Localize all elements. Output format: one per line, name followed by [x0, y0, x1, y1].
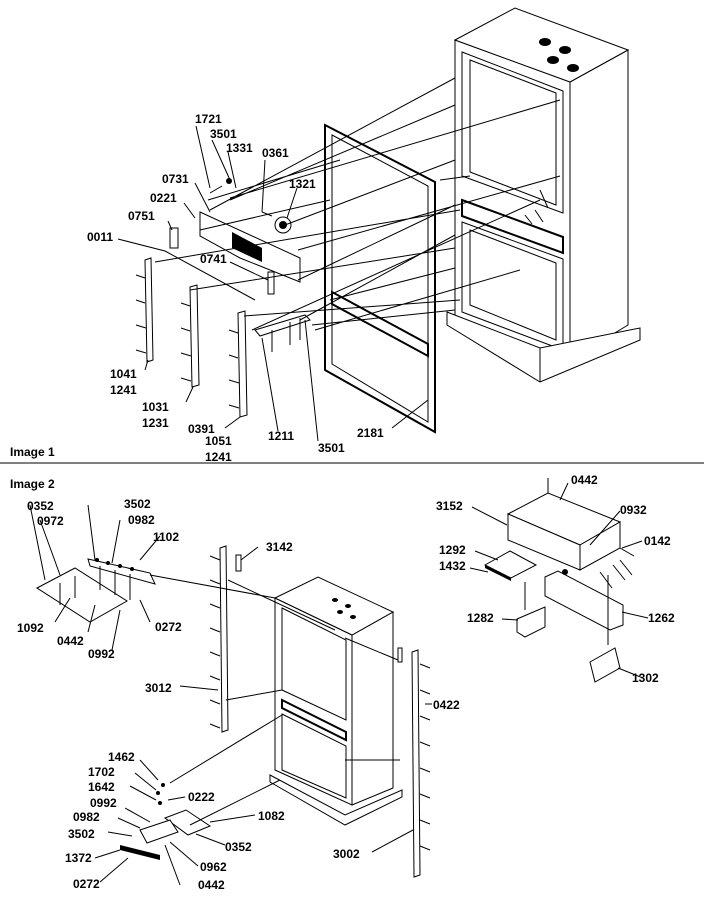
label-0962: 0962	[200, 860, 227, 874]
door-gasket-frame-2181	[324, 123, 436, 434]
label-1292: 1292	[439, 543, 466, 557]
label-3152: 3152	[436, 499, 463, 513]
image2-projection-lines	[149, 574, 400, 826]
label-0442-a: 0442	[57, 634, 84, 648]
caption-image-1: Image 1	[10, 445, 55, 459]
label-0982-a: 0982	[128, 513, 155, 527]
label-2181: 2181	[357, 426, 384, 440]
label-0422: 0422	[433, 698, 460, 712]
door-hinge-parts	[169, 178, 301, 295]
control-box-part-labels: 0442 3152 0932 0142 1292 1432 1282 1262 …	[436, 473, 675, 685]
label-1241-a: 1241	[110, 383, 137, 397]
image1-leader-lines	[117, 125, 429, 442]
label-1642: 1642	[88, 780, 115, 794]
label-1092: 1092	[17, 621, 44, 635]
label-0741: 0741	[200, 252, 227, 266]
label-1721: 1721	[195, 112, 222, 126]
label-1211: 1211	[268, 429, 294, 443]
label-0982-b: 0982	[73, 810, 100, 824]
label-3501-bottom: 3501	[318, 441, 345, 455]
image2-hinge-parts	[36, 545, 431, 878]
label-1331: 1331	[226, 141, 253, 155]
label-0272-b: 0272	[73, 877, 100, 891]
label-0272-a: 0272	[155, 620, 182, 634]
label-0391: 0391	[188, 422, 215, 436]
label-0221: 0221	[150, 191, 177, 205]
control-box-leader-lines	[469, 482, 649, 679]
label-1041: 1041	[110, 367, 137, 381]
label-1372: 1372	[65, 851, 92, 865]
label-0751: 0751	[128, 209, 155, 223]
label-3502-b: 3502	[68, 827, 95, 841]
label-1102: 1102	[153, 530, 179, 544]
label-1241-b: 1241	[205, 450, 232, 464]
label-0352-a: 0352	[27, 499, 54, 513]
label-1321: 1321	[289, 177, 316, 191]
cabinet-assembly-image1	[446, 7, 641, 383]
label-0142: 0142	[644, 534, 671, 548]
label-0992-b: 0992	[90, 796, 117, 810]
label-3502-a: 3502	[124, 497, 151, 511]
label-0442-b: 0442	[198, 878, 225, 892]
label-0731: 0731	[162, 172, 189, 186]
label-3501-top: 3501	[210, 127, 237, 141]
image1-part-labels: 1721 3501 1331 0361 0731 1321 0221 0751 …	[87, 112, 384, 464]
control-box-projection-lines	[524, 478, 635, 645]
label-0992-a: 0992	[88, 647, 115, 661]
label-1432: 1432	[439, 559, 466, 573]
label-1282: 1282	[467, 611, 494, 625]
label-1231: 1231	[142, 416, 169, 430]
label-3002: 3002	[333, 847, 360, 861]
label-0011: 0011	[87, 230, 113, 244]
label-0972: 0972	[37, 514, 64, 528]
caption-image-2: Image 2	[10, 477, 55, 491]
label-1082: 1082	[258, 809, 285, 823]
label-0361: 0361	[262, 146, 289, 160]
label-0932: 0932	[620, 503, 647, 517]
label-1462: 1462	[108, 750, 135, 764]
label-0352-b: 0352	[225, 840, 252, 854]
label-3012: 3012	[145, 681, 172, 695]
cabinet-assembly-image2	[269, 576, 403, 826]
image1-projection-lines	[154, 77, 561, 331]
label-1031: 1031	[142, 400, 169, 414]
control-box-assembly	[483, 492, 624, 683]
label-0222: 0222	[188, 790, 215, 804]
label-3142: 3142	[266, 540, 293, 554]
label-1302: 1302	[632, 671, 659, 685]
image2-part-labels: 0352 0972 3502 0982 1102 1092 0442 0992 …	[17, 497, 460, 892]
image2-leader-lines	[29, 504, 432, 886]
label-1051: 1051	[205, 434, 232, 448]
label-0442-c: 0442	[571, 473, 598, 487]
hinge-strips	[135, 257, 311, 418]
label-1702: 1702	[88, 765, 115, 779]
label-1262: 1262	[648, 611, 675, 625]
